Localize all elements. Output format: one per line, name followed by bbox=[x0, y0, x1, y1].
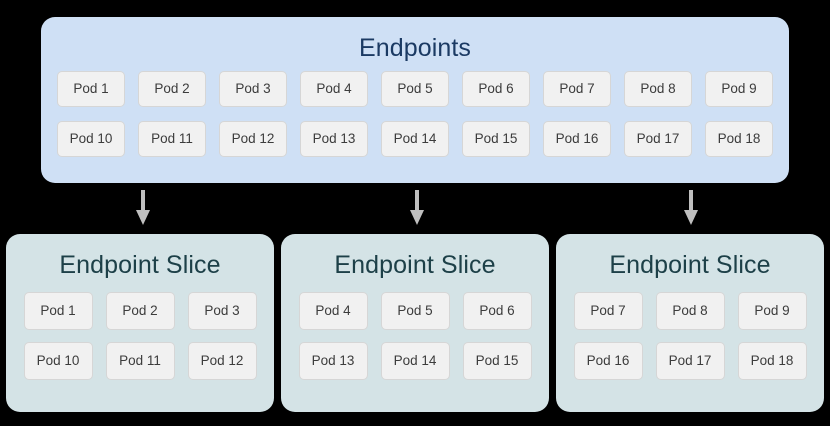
endpoints-title: Endpoints bbox=[358, 34, 472, 62]
pod-chip[interactable]: Pod 14 bbox=[381, 121, 449, 157]
slice-pod-row-2: Pod 16 Pod 17 Pod 18 bbox=[566, 342, 814, 380]
pod-chip[interactable]: Pod 15 bbox=[462, 342, 532, 380]
pod-chip[interactable]: Pod 18 bbox=[737, 342, 807, 380]
endpoint-slice-title: Endpoint Slice bbox=[609, 251, 771, 279]
arrow-down-icon bbox=[406, 190, 428, 226]
pod-chip[interactable]: Pod 1 bbox=[57, 71, 125, 107]
slice-pod-row-1: Pod 7 Pod 8 Pod 9 bbox=[566, 292, 814, 330]
slice-pod-grid: Pod 1 Pod 2 Pod 3 Pod 10 Pod 11 Pod 12 bbox=[16, 292, 264, 380]
pod-chip[interactable]: Pod 10 bbox=[57, 121, 125, 157]
pod-chip[interactable]: Pod 3 bbox=[187, 292, 257, 330]
pod-chip[interactable]: Pod 12 bbox=[187, 342, 257, 380]
pod-chip[interactable]: Pod 14 bbox=[380, 342, 450, 380]
pod-chip[interactable]: Pod 1 bbox=[23, 292, 93, 330]
pod-chip[interactable]: Pod 7 bbox=[543, 71, 611, 107]
pod-chip[interactable]: Pod 17 bbox=[624, 121, 692, 157]
slice-pod-grid: Pod 4 Pod 5 Pod 6 Pod 13 Pod 14 Pod 15 bbox=[291, 292, 539, 380]
arrow-down-icon bbox=[680, 190, 702, 226]
pod-chip[interactable]: Pod 13 bbox=[300, 121, 368, 157]
slice-pod-row-2: Pod 10 Pod 11 Pod 12 bbox=[16, 342, 264, 380]
pod-chip[interactable]: Pod 18 bbox=[705, 121, 773, 157]
pod-chip[interactable]: Pod 6 bbox=[462, 292, 532, 330]
pod-chip[interactable]: Pod 7 bbox=[573, 292, 643, 330]
pod-chip[interactable]: Pod 2 bbox=[138, 71, 206, 107]
endpoint-slice-title: Endpoint Slice bbox=[334, 251, 496, 279]
pod-chip[interactable]: Pod 9 bbox=[737, 292, 807, 330]
arrow-down-icon bbox=[132, 190, 154, 226]
slice-pod-row-1: Pod 1 Pod 2 Pod 3 bbox=[16, 292, 264, 330]
pod-chip[interactable]: Pod 2 bbox=[105, 292, 175, 330]
pod-chip[interactable]: Pod 12 bbox=[219, 121, 287, 157]
slice-pod-grid: Pod 7 Pod 8 Pod 9 Pod 16 Pod 17 Pod 18 bbox=[566, 292, 814, 380]
endpoints-panel: Endpoints Pod 1 Pod 2 Pod 3 Pod 4 Pod 5 … bbox=[41, 17, 789, 183]
endpoint-slice-panel-3: Endpoint Slice Pod 7 Pod 8 Pod 9 Pod 16 … bbox=[556, 234, 824, 412]
pod-chip[interactable]: Pod 11 bbox=[138, 121, 206, 157]
pod-chip[interactable]: Pod 4 bbox=[300, 71, 368, 107]
endpoint-slice-title: Endpoint Slice bbox=[59, 251, 221, 279]
pod-chip[interactable]: Pod 3 bbox=[219, 71, 287, 107]
pod-chip[interactable]: Pod 17 bbox=[655, 342, 725, 380]
pod-chip[interactable]: Pod 16 bbox=[573, 342, 643, 380]
pod-chip[interactable]: Pod 15 bbox=[462, 121, 530, 157]
endpoint-slice-panel-2: Endpoint Slice Pod 4 Pod 5 Pod 6 Pod 13 … bbox=[281, 234, 549, 412]
pod-chip[interactable]: Pod 16 bbox=[543, 121, 611, 157]
pod-chip[interactable]: Pod 11 bbox=[105, 342, 175, 380]
pod-chip[interactable]: Pod 6 bbox=[462, 71, 530, 107]
endpoints-pod-grid: Pod 1 Pod 2 Pod 3 Pod 4 Pod 5 Pod 6 Pod … bbox=[57, 71, 773, 157]
endpoint-slice-panel-1: Endpoint Slice Pod 1 Pod 2 Pod 3 Pod 10 … bbox=[6, 234, 274, 412]
slice-pod-row-1: Pod 4 Pod 5 Pod 6 bbox=[291, 292, 539, 330]
pod-chip[interactable]: Pod 8 bbox=[624, 71, 692, 107]
pod-chip[interactable]: Pod 5 bbox=[380, 292, 450, 330]
pod-chip[interactable]: Pod 13 bbox=[298, 342, 368, 380]
pod-chip[interactable]: Pod 8 bbox=[655, 292, 725, 330]
pod-chip[interactable]: Pod 9 bbox=[705, 71, 773, 107]
slice-pod-row-2: Pod 13 Pod 14 Pod 15 bbox=[291, 342, 539, 380]
pod-chip[interactable]: Pod 4 bbox=[298, 292, 368, 330]
endpoints-pod-row-1: Pod 1 Pod 2 Pod 3 Pod 4 Pod 5 Pod 6 Pod … bbox=[57, 71, 773, 107]
endpoints-pod-row-2: Pod 10 Pod 11 Pod 12 Pod 13 Pod 14 Pod 1… bbox=[57, 121, 773, 157]
pod-chip[interactable]: Pod 5 bbox=[381, 71, 449, 107]
pod-chip[interactable]: Pod 10 bbox=[23, 342, 93, 380]
